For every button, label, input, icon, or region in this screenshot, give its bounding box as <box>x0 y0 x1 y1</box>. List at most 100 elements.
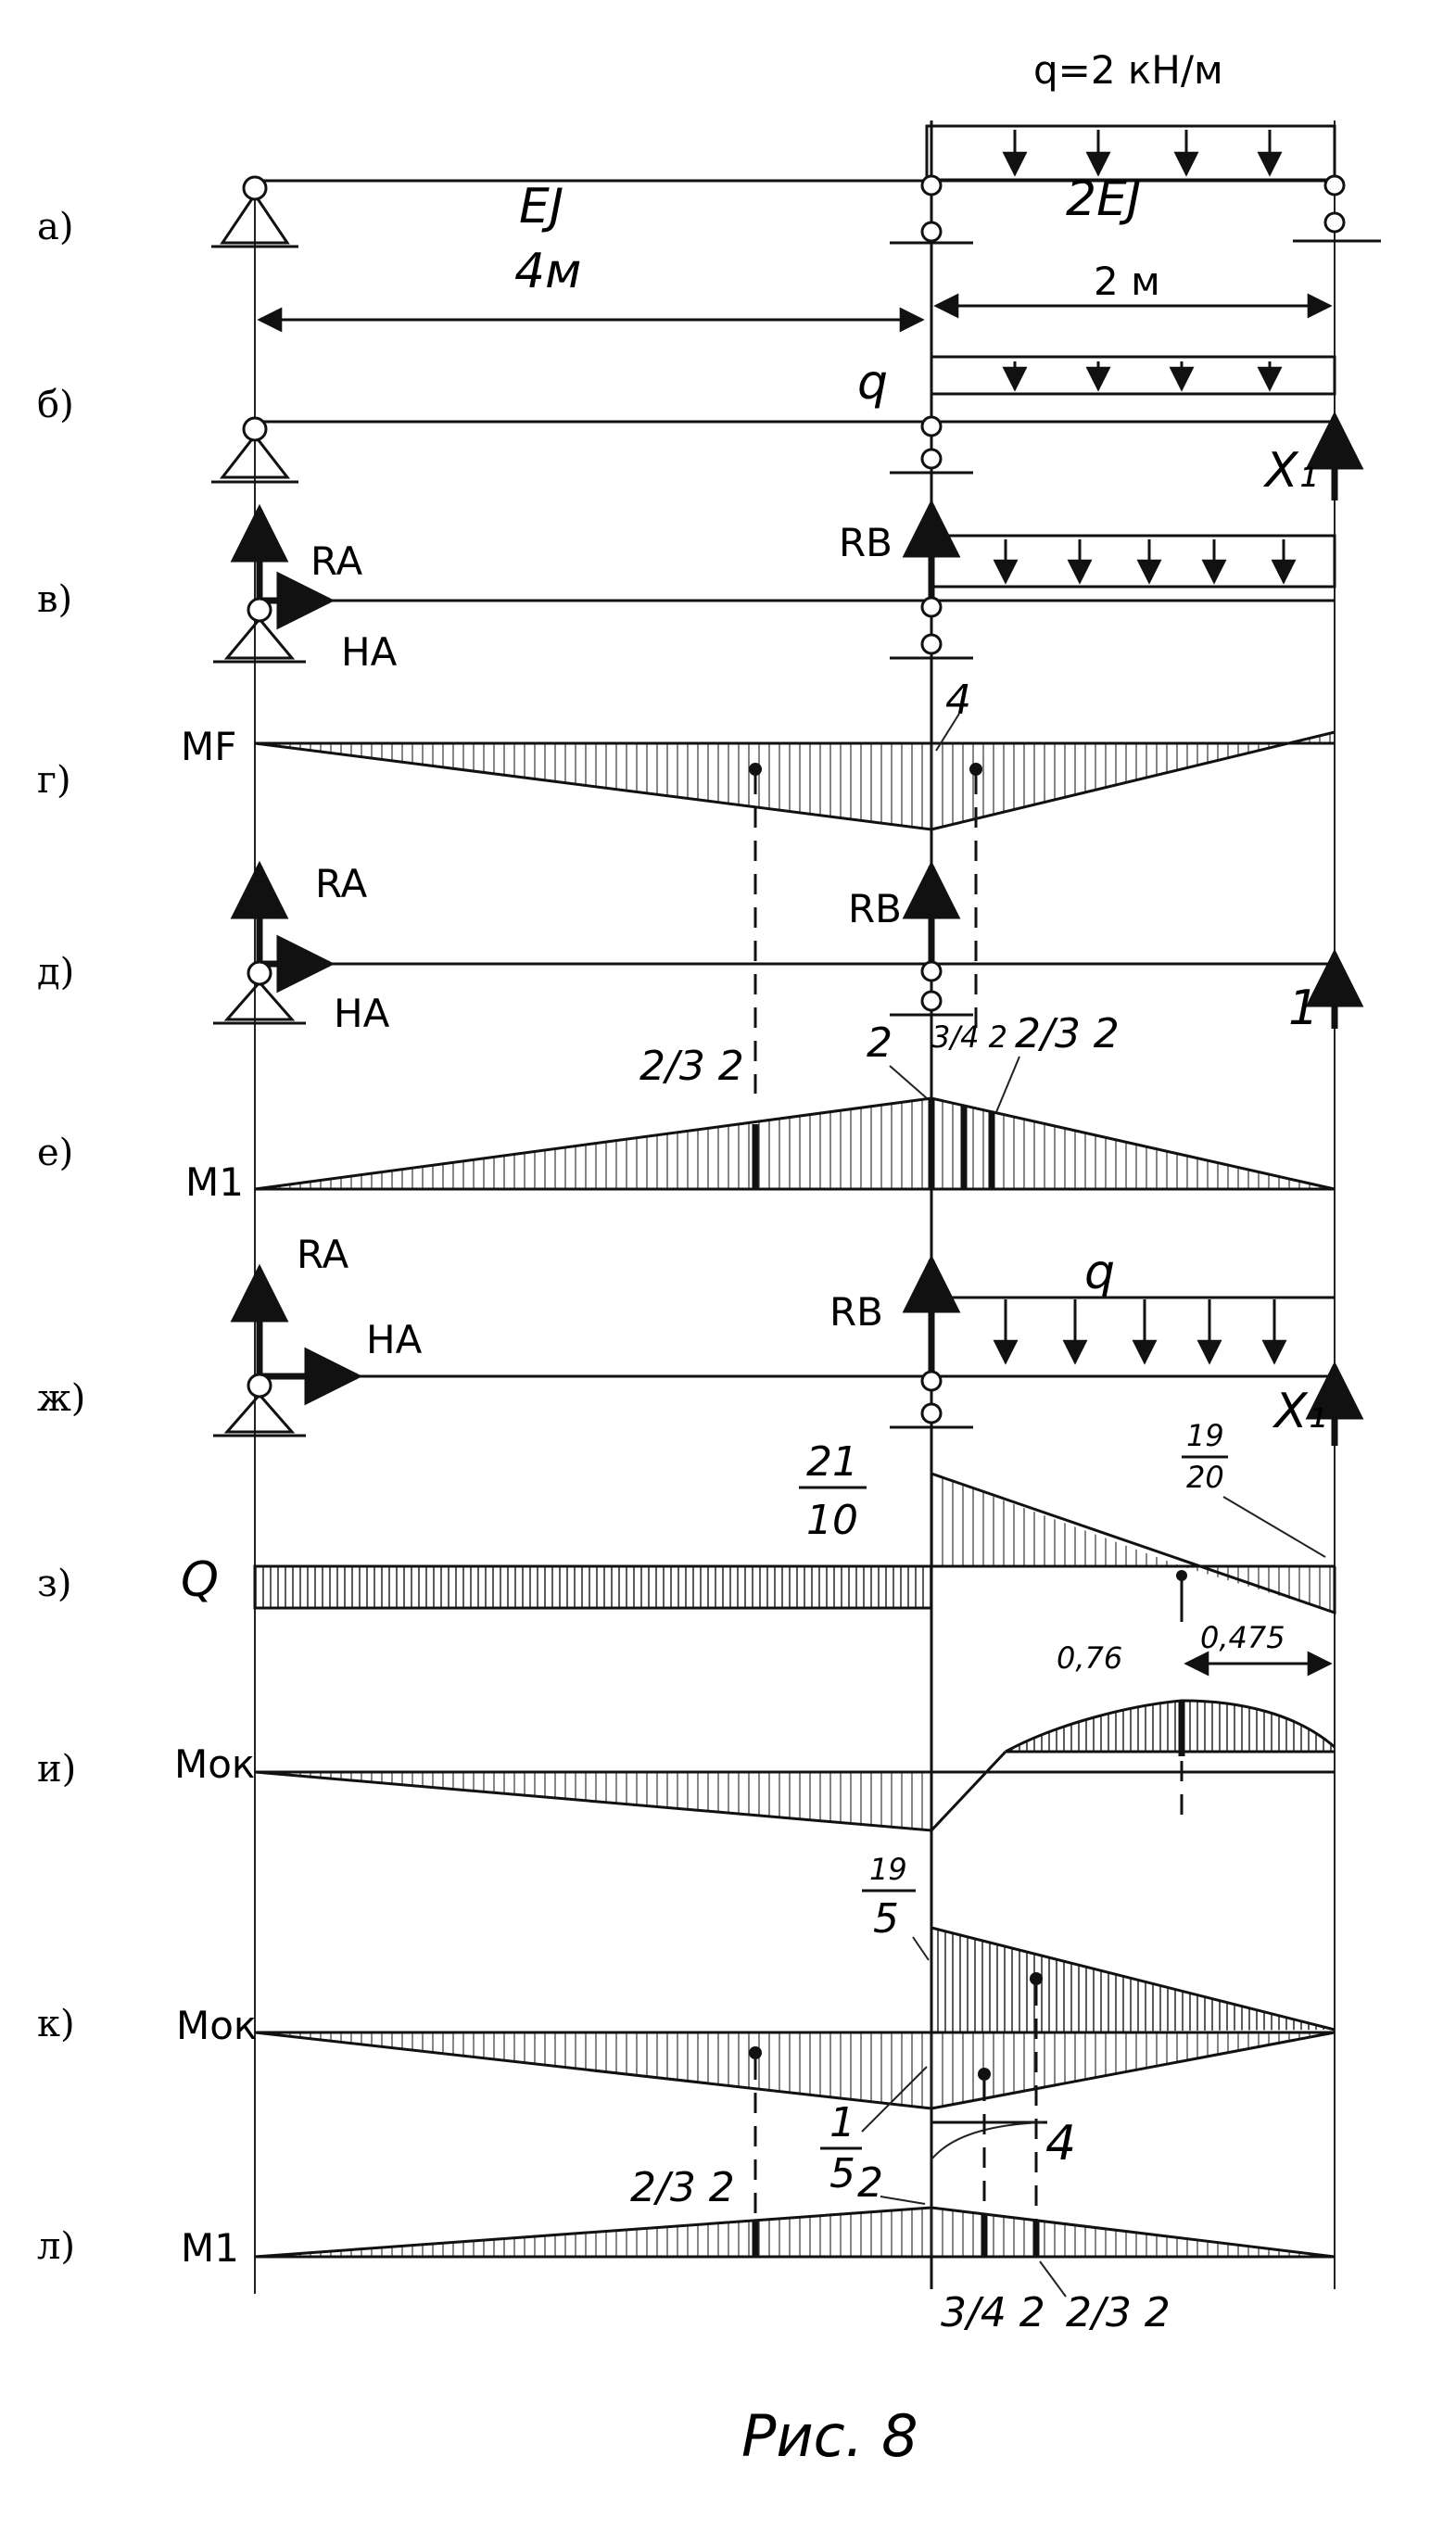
Mok-k-value-19-5-num: 19 <box>869 1852 907 1887</box>
Mok-k-leader-19-5 <box>912 1936 930 1961</box>
M1-e-label-two-thirds-left: 2/3 2 <box>639 1043 744 1090</box>
M1-e-leader-2 <box>889 1065 928 1099</box>
load-arrows-b <box>1002 361 1283 392</box>
row-label-v: в) <box>37 578 72 621</box>
Mok-k-centroid-left <box>749 2046 762 2059</box>
pin-support-A-v <box>213 597 306 664</box>
unknown-force-X1-label: X₁ <box>1262 443 1317 499</box>
M1-l-leader-2 <box>880 2196 926 2205</box>
Mok-i-outline-linear <box>254 1750 1007 1832</box>
row-label-g: г) <box>37 759 71 802</box>
M1-l-label-two-thirds-right: 2/3 2 <box>1066 2289 1171 2336</box>
M1-l-label-three-quarters: 3/4 2 <box>941 2289 1045 2336</box>
Q-value-21-10-den: 10 <box>806 1497 858 1544</box>
unknown-force-X1-label-zh: X₁ <box>1272 1384 1326 1439</box>
row-label-k: к) <box>37 2003 75 2045</box>
roller-support-B-zh <box>890 1370 973 1429</box>
row-label-z: з) <box>37 1563 71 1605</box>
row-labels: а) б) в) г) д) е) ж) з) и) к) л) <box>37 206 85 2268</box>
load-q-short-zh: q <box>1084 1245 1115 1300</box>
diagram-MF: MF 4 <box>181 677 1336 1094</box>
M1-e-label-three-quarters: 3/4 2 <box>931 1019 1007 1055</box>
Mok-k-outline-left <box>254 2031 932 2110</box>
M1-l-leader-23 <box>1039 2260 1067 2298</box>
Q-value-19-20-num: 19 <box>1186 1418 1224 1453</box>
pin-support-A-a <box>211 175 298 248</box>
diagram-Mok-k-name: Mок <box>176 2003 257 2048</box>
MF-hatched-area <box>255 732 1335 829</box>
M1-e-label-two-thirds-right: 2/3 2 <box>1015 1010 1120 1057</box>
row-label-e: е) <box>37 1132 73 1174</box>
M1-e-leader-23 <box>995 1056 1020 1113</box>
MF-outline <box>254 730 1336 831</box>
diagram-M1-e: M1 2/3 2 2 3/4 2 2/3 2 <box>185 1010 1336 1205</box>
load-arrows-zh <box>993 1299 1287 1365</box>
M1-l-hatched-area <box>255 2208 1335 2257</box>
scheme-v: RA HA RB <box>213 499 1336 675</box>
Mok-k-centroid-upper <box>1030 1972 1043 1985</box>
scheme-a: q=2 кН/м EJ 2EJ 4м 2 м <box>211 47 1381 333</box>
load-arrows-a <box>1002 130 1283 177</box>
Mok-i-right-area <box>931 1701 1335 1830</box>
diagram-Q: Q 21 10 19 20 <box>181 1418 1336 1622</box>
stiffness-span1: EJ <box>519 179 563 234</box>
reaction-HA-label-zh: HA <box>366 1317 423 1362</box>
M1-l-outline <box>254 2206 1336 2259</box>
Mok-k-value-1-5-num: 1 <box>829 2099 855 2146</box>
reaction-RA-label-zh: RA <box>297 1232 348 1277</box>
Mok-i-value-0475: 0,475 <box>1200 1620 1285 1655</box>
span2-length: 2 м <box>1094 259 1160 304</box>
Mok-k-outline-right-lower <box>931 2031 1336 2110</box>
row-label-l: л) <box>37 2225 75 2268</box>
row-label-a: а) <box>37 206 73 248</box>
diagram-Mok-k: Mок 19 5 1 5 4 <box>176 1852 1336 2224</box>
Mok-k-value-19-5-den: 5 <box>873 1895 899 1943</box>
load-q-label: q=2 кН/м <box>1033 47 1223 93</box>
roller-support-B-b <box>890 415 973 475</box>
diagram-Mok-i-name: Mок <box>174 1741 255 1787</box>
roller-support-B-d <box>890 960 973 1017</box>
Mok-k-leader-1-5 <box>861 2066 928 2133</box>
diagram-M1-e-name: M1 <box>185 1159 244 1205</box>
roller-support-C-a <box>1293 174 1381 243</box>
reaction-RB-label-zh: RB <box>829 1289 883 1335</box>
reaction-RA-label-d: RA <box>315 861 367 906</box>
scheme-b: q X₁ <box>211 355 1364 500</box>
pin-support-A-b <box>211 416 298 484</box>
M1-l-label-two-thirds-left: 2/3 2 <box>630 2164 735 2211</box>
diagram-M1-l: M1 2/3 2 2 3/4 2 2/3 2 <box>181 2159 1336 2336</box>
load-arrows-v <box>993 539 1297 585</box>
row-label-i: и) <box>37 1748 76 1791</box>
MF-centroid-right <box>969 763 982 776</box>
pin-support-A-d <box>213 960 306 1025</box>
pin-support-A-zh <box>213 1373 306 1437</box>
Mok-k-curve <box>931 2121 1044 2160</box>
row-label-d: д) <box>37 951 74 994</box>
stiffness-span2: 2EJ <box>1066 171 1141 227</box>
diagram-M1-l-name: M1 <box>181 2225 239 2271</box>
M1-l-label-2: 2 <box>857 2159 883 2207</box>
Q-right-negative-area <box>1182 1566 1335 1613</box>
Mok-k-value-1-5-den: 5 <box>829 2150 855 2197</box>
row-label-zh: ж) <box>37 1377 85 1420</box>
distributed-load-box-b <box>930 355 1336 396</box>
roller-support-B-a <box>890 174 973 245</box>
MF-leader-4 <box>935 713 960 752</box>
reaction-RB-label-v: RB <box>839 520 893 565</box>
load-q-short-b: q <box>857 355 888 411</box>
MF-centroid-left <box>749 763 762 776</box>
unit-force-label: 1 <box>1288 981 1319 1036</box>
Q-value-21-10-num: 21 <box>806 1438 858 1486</box>
scheme-d: RA HA RB 1 <box>213 860 1364 1036</box>
Q-value-19-20-den: 20 <box>1186 1460 1224 1495</box>
Mok-i-value-076: 0,76 <box>1057 1640 1122 1676</box>
reaction-RB-label-d: RB <box>848 886 902 931</box>
roller-support-B-v <box>890 596 973 660</box>
scheme-zh: q RA HA RB X₁ <box>213 1232 1364 1446</box>
Mok-k-centroid-lower <box>978 2068 991 2081</box>
M1-e-hatched-area <box>255 1098 1335 1189</box>
M1-e-label-2: 2 <box>867 1019 893 1067</box>
Q-right-positive-area <box>931 1474 1182 1566</box>
reaction-HA-label-d: HA <box>334 991 390 1036</box>
